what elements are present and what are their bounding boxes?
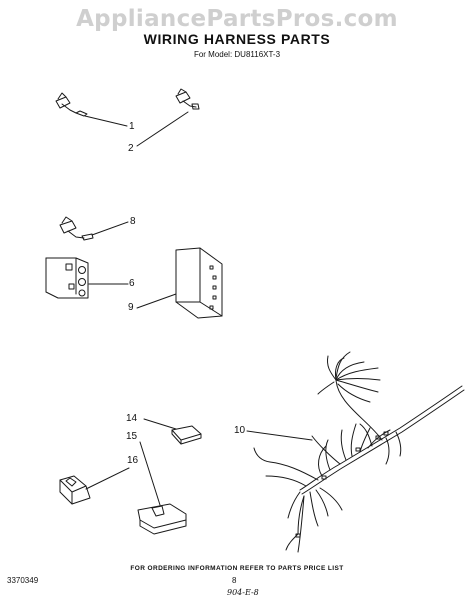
callout-15: 15 <box>126 431 138 442</box>
model-line: For Model: DU8116XT-3 <box>193 50 281 59</box>
callout-16: 16 <box>127 455 139 466</box>
terminal-part-1 <box>56 93 87 116</box>
callout-1: 1 <box>129 121 135 132</box>
callout-2: 2 <box>128 143 134 154</box>
housing-part-16 <box>60 468 129 504</box>
terminal-part-2 <box>176 89 199 109</box>
watermark-logo: AppliancePartsPros.com <box>76 6 398 32</box>
u-connector-part-15 <box>138 442 186 534</box>
callout-10: 10 <box>234 425 246 436</box>
part-code: 3370349 <box>7 576 39 585</box>
connector-block-part-9 <box>137 248 222 318</box>
handwritten-note: 904-E-8 <box>227 588 259 597</box>
plug-housing-part-6 <box>46 258 128 298</box>
page-title: WIRING HARNESS PARTS <box>143 31 331 47</box>
page-number: 8 <box>232 576 237 585</box>
callout-6: 6 <box>129 278 135 289</box>
ordering-footer-note: FOR ORDERING INFORMATION REFER TO PARTS … <box>130 565 344 572</box>
wiring-harness-part-10 <box>247 352 464 552</box>
block-part-14 <box>144 419 201 444</box>
leader-lines-1-2 <box>85 112 188 146</box>
callout-14: 14 <box>126 413 138 424</box>
terminal-part-8 <box>60 217 128 240</box>
callout-9: 9 <box>128 302 134 313</box>
callout-8: 8 <box>130 216 136 227</box>
